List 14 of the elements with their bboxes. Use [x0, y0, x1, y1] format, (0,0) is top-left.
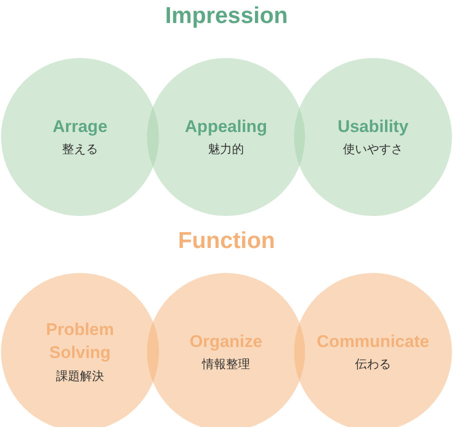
- concept-subtitle: 整える: [62, 141, 98, 158]
- group-heading: Impression: [164, 2, 289, 29]
- concept-subtitle: 伝わる: [355, 356, 391, 374]
- concept-title: Organize: [188, 330, 264, 353]
- concept-title: Problem Solving: [44, 319, 116, 364]
- concept-title: Usability: [336, 116, 410, 138]
- concept-subtitle: 使いやすさ: [343, 141, 403, 158]
- group-heading: Function: [176, 227, 276, 254]
- concept-subtitle: 情報整理: [202, 356, 250, 374]
- concept-title: Communicate: [316, 330, 430, 353]
- concept-subtitle: 魅力的: [208, 141, 244, 158]
- concept-title: Arrage: [52, 116, 108, 138]
- concept-subtitle: 課題解決: [56, 368, 104, 385]
- concept-title: Appealing: [184, 116, 268, 138]
